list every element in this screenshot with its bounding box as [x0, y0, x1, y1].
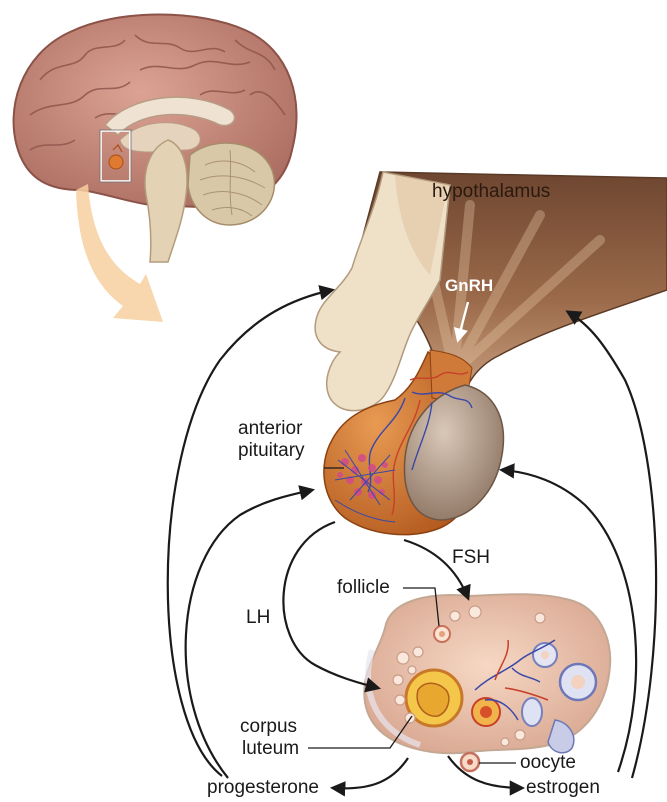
- lh-label: LH: [246, 607, 270, 629]
- fsh-label: FSH: [452, 547, 490, 569]
- ovary-illustration: [364, 594, 610, 771]
- progesterone-label: progesterone: [207, 777, 319, 799]
- brain-illustration: [14, 15, 297, 263]
- anterior-pituitary-label-line1: anterior: [238, 418, 302, 440]
- lh-arrow: [283, 522, 378, 688]
- gnrh-label: GnRH: [445, 275, 493, 297]
- ovary-to-progesterone-arrow: [333, 758, 408, 788]
- oocyte-label: oocyte: [520, 752, 576, 774]
- ovary-to-estrogen-arrow: [448, 756, 522, 788]
- hypothalamus-label: hypothalamus: [432, 181, 550, 203]
- estrogen-label: estrogen: [526, 777, 600, 799]
- corpus-luteum-label-line1: corpus: [240, 716, 297, 738]
- brainstem: [145, 140, 187, 262]
- anterior-pituitary-label-line2: pituitary: [238, 440, 305, 462]
- corpus-luteum-label-line2: luteum: [242, 738, 299, 760]
- follicle-label: follicle: [337, 577, 390, 599]
